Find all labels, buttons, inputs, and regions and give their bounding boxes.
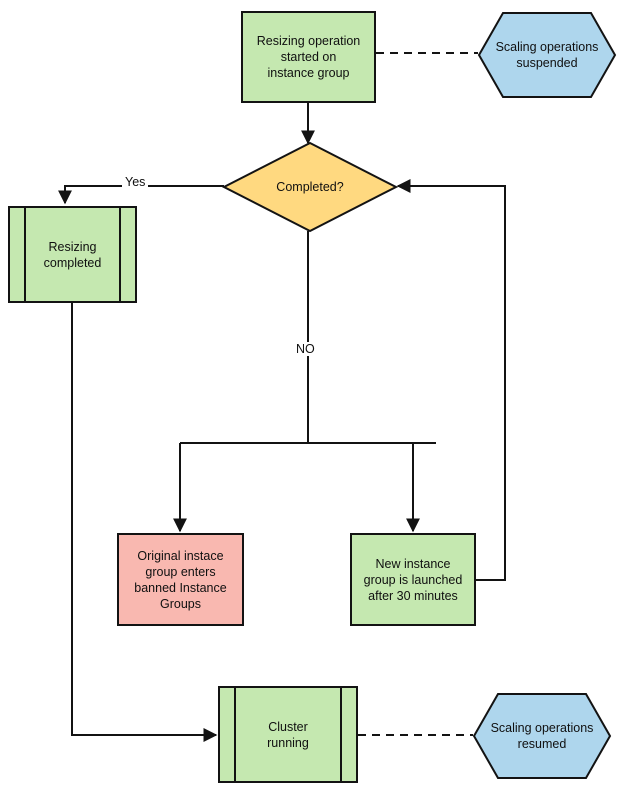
node-label: Resizing completed xyxy=(43,239,102,270)
node-resizing-operation-started[interactable]: Resizing operation started on instance g… xyxy=(241,11,376,103)
process-bar-left xyxy=(24,208,26,301)
node-completed-decision[interactable]: Completed? xyxy=(222,141,398,233)
node-label: Scaling operations suspended xyxy=(495,40,599,70)
wire-new-group-retry-loop xyxy=(396,179,506,581)
process-bar-right xyxy=(340,688,342,781)
node-label: Original instace group enters banned Ins… xyxy=(134,548,227,611)
node-label: Scaling operations resumed xyxy=(490,721,594,751)
node-label: Resizing operation started on instance g… xyxy=(256,34,361,80)
process-bar-right xyxy=(119,208,121,301)
node-label: Cluster running xyxy=(267,719,309,750)
edge-label-yes: Yes xyxy=(122,175,149,189)
node-resizing-completed[interactable]: Resizing completed xyxy=(8,206,137,303)
hexagon-shape xyxy=(472,693,612,779)
process-bar-left xyxy=(234,688,236,781)
node-banned-instance-groups[interactable]: Original instace group enters banned Ins… xyxy=(117,533,244,626)
diamond-shape xyxy=(222,141,398,233)
node-scaling-operations-suspended[interactable]: Scaling operations suspended xyxy=(477,11,617,99)
edge-label-no: NO xyxy=(293,342,318,356)
hexagon-shape xyxy=(477,12,617,98)
node-cluster-running[interactable]: Cluster running xyxy=(218,686,358,783)
node-scaling-operations-resumed[interactable]: Scaling operations resumed xyxy=(472,692,612,780)
node-new-instance-group[interactable]: New instance group is launched after 30 … xyxy=(350,533,476,626)
node-label: Completed? xyxy=(276,180,344,194)
node-label: New instance group is launched after 30 … xyxy=(363,556,463,603)
wire-resizing-completed-to-cluster xyxy=(71,303,218,742)
